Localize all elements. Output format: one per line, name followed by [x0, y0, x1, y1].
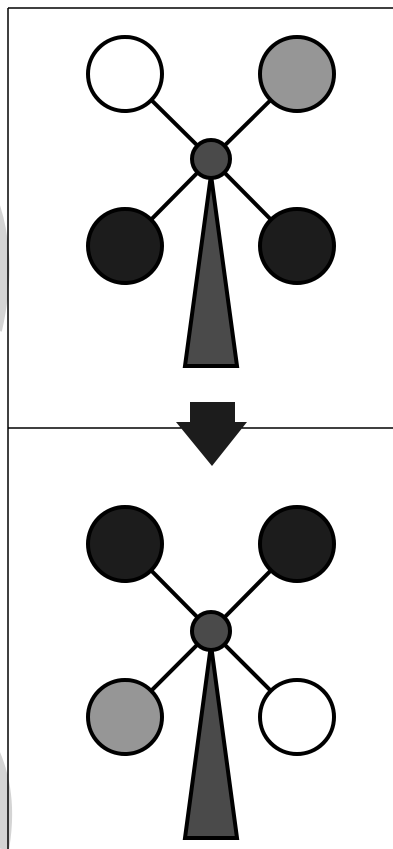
arrow-down-icon [176, 402, 247, 466]
watermark-arc-bottom [0, 752, 13, 849]
ball-top-right-gray [258, 35, 336, 113]
hub [190, 610, 232, 652]
ball-top-left-dark [86, 505, 164, 583]
ball-bottom-left-gray [86, 678, 164, 756]
ball-top-right-dark [258, 505, 336, 583]
panel-before [86, 35, 336, 368]
watermark-arcs [0, 205, 13, 849]
panel-after [86, 505, 336, 840]
ball-top-left-white [86, 35, 164, 113]
watermark-arc-top [0, 205, 10, 332]
ball-bottom-left-dark [86, 207, 164, 285]
ball-bottom-right-white [258, 678, 336, 756]
pole [182, 644, 240, 840]
hub [190, 138, 232, 180]
pole [182, 174, 240, 368]
ball-bottom-right-dark [258, 207, 336, 285]
